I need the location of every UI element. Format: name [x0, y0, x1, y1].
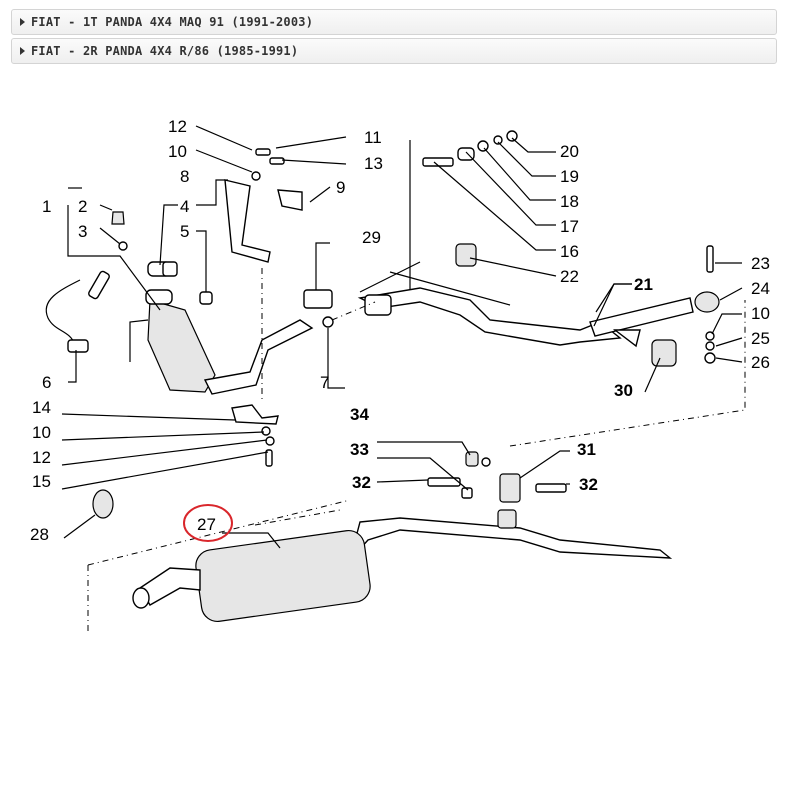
callout-15: 15	[32, 472, 51, 491]
callout-32-a: 32	[352, 473, 371, 492]
rubber-ring-28	[92, 489, 114, 519]
callout-2: 2	[78, 197, 87, 216]
callout-11: 11	[364, 128, 382, 147]
bracket-9	[277, 189, 303, 211]
callout-12-b: 12	[32, 448, 51, 467]
callout-24: 24	[751, 279, 770, 298]
callout-25: 25	[751, 329, 770, 348]
lambda-sensor	[45, 270, 110, 353]
clamp-on-muffler	[497, 509, 517, 529]
callout-21: 21	[634, 275, 653, 294]
small-fasteners	[111, 130, 716, 499]
bracket-14	[231, 404, 279, 425]
callout-34: 34	[350, 405, 369, 424]
rubber-mount-30	[651, 339, 677, 367]
accordion-item-1t-panda[interactable]: FIAT - 1T PANDA 4X4 MAQ 91 (1991-2003)	[11, 9, 777, 35]
callout-9: 9	[336, 178, 345, 197]
callout-5: 5	[180, 222, 189, 241]
callout-14: 14	[32, 398, 51, 417]
callout-17: 17	[560, 217, 579, 236]
callout-16: 16	[560, 242, 579, 261]
callout-26: 26	[751, 353, 770, 372]
callout-28: 28	[30, 525, 49, 544]
callout-10-b: 10	[32, 423, 51, 442]
catalytic-converter	[145, 261, 314, 395]
callout-18: 18	[560, 192, 579, 211]
callout-29: 29	[362, 228, 381, 247]
bracket-8	[224, 179, 271, 263]
callout-1: 1	[42, 197, 51, 216]
callout-19: 19	[560, 167, 579, 186]
callout-23: 23	[751, 254, 770, 273]
callout-12-a: 12	[168, 117, 187, 136]
callout-7: 7	[320, 373, 329, 392]
caret-right-icon	[20, 18, 25, 26]
rubber-mount-22	[455, 243, 477, 267]
callout-3: 3	[78, 222, 87, 241]
callout-20: 20	[560, 142, 579, 161]
accordion-label: FIAT - 2R PANDA 4X4 R/86 (1985-1991)	[31, 44, 299, 58]
callout-10-a: 10	[168, 142, 187, 161]
callout-27: 27	[197, 515, 216, 534]
flange-29	[303, 289, 333, 309]
front-pipe	[357, 287, 622, 346]
clamp-24	[694, 291, 720, 313]
caret-right-icon	[20, 47, 25, 55]
clamp-31	[499, 473, 521, 503]
callout-32-b: 32	[579, 475, 598, 494]
callout-4: 4	[180, 197, 189, 216]
callout-22: 22	[560, 267, 579, 286]
callout-30: 30	[614, 381, 633, 400]
highlight-circle	[183, 504, 233, 542]
accordion-label: FIAT - 1T PANDA 4X4 MAQ 91 (1991-2003)	[31, 15, 314, 29]
callout-13: 13	[364, 154, 383, 173]
callout-10-c: 10	[751, 304, 770, 323]
callout-8: 8	[180, 167, 189, 186]
callout-numbers: 1 2 3 4 5 6 7 8 9 10 11 12 13 29 14 10 1…	[30, 117, 770, 544]
intermediate-pipe-21	[589, 297, 694, 348]
callout-31: 31	[577, 440, 596, 459]
accordion-item-2r-panda[interactable]: FIAT - 2R PANDA 4X4 R/86 (1985-1991)	[11, 38, 777, 64]
muffler	[132, 517, 673, 623]
callout-33: 33	[350, 440, 369, 459]
leader-lines	[61, 125, 743, 549]
callout-6: 6	[42, 373, 51, 392]
